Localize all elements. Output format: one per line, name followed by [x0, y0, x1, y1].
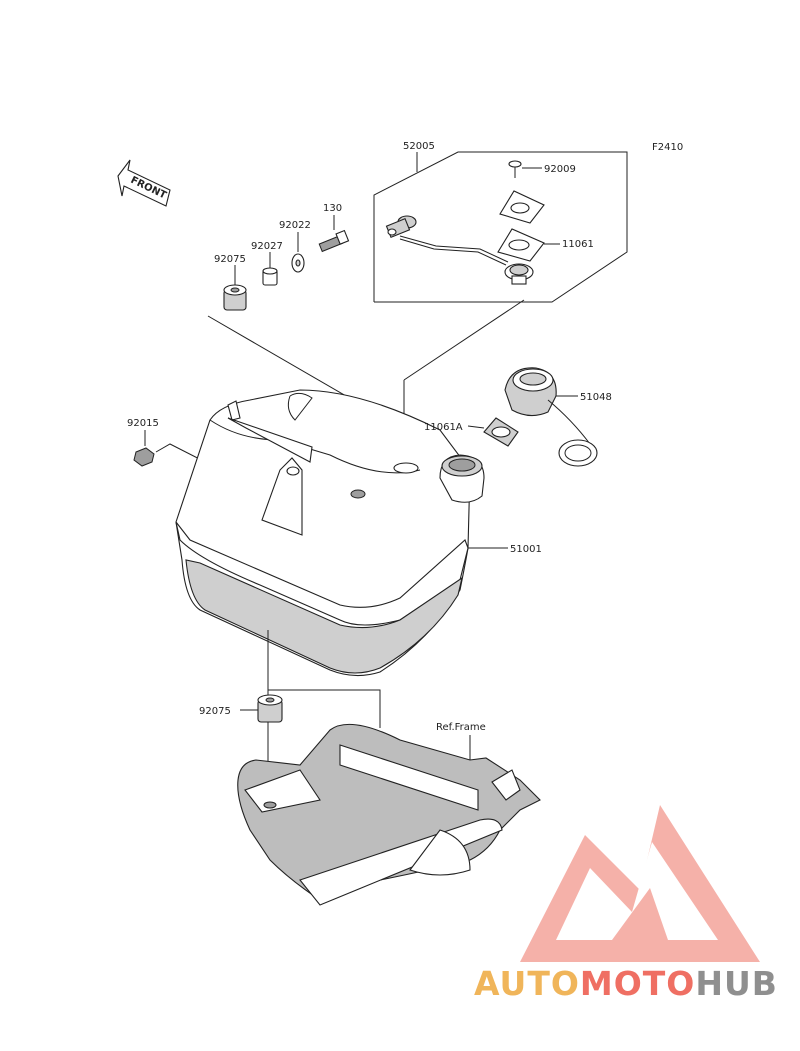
- bolt-130-icon: [318, 215, 350, 253]
- callout-92015: 92015: [127, 418, 159, 429]
- callout-92075-bottom: 92075: [199, 706, 231, 717]
- screw-92009-icon: [508, 160, 542, 178]
- callout-52005: 52005: [403, 141, 435, 152]
- fuel-sender-icon: [385, 215, 534, 285]
- callout-11061A: 11061A: [424, 422, 463, 433]
- gasket-11061A-icon: [467, 417, 519, 447]
- callout-92022: 92022: [279, 220, 311, 231]
- washer-92022-icon: [291, 232, 305, 273]
- callout-92075-top: 92075: [214, 254, 246, 265]
- gasket-11061-icon: [497, 228, 560, 262]
- callout-92027: 92027: [251, 241, 283, 252]
- grommet-92075-top-icon: [223, 265, 247, 311]
- ref-frame-label: Ref.Frame: [436, 722, 486, 733]
- fuel-cap-51048-icon: [504, 367, 598, 467]
- callout-51048: 51048: [580, 392, 612, 403]
- callout-51001: 51001: [510, 544, 542, 555]
- fuel-tank-icon: [175, 389, 508, 677]
- callout-11061: 11061: [562, 239, 594, 250]
- frame-icon: [237, 723, 541, 906]
- watermark-logo-icon: [520, 805, 760, 962]
- plate-icon: [499, 190, 545, 224]
- callout-92009: 92009: [544, 164, 576, 175]
- collar-92027-icon: [262, 252, 278, 286]
- watermark-text: AUTOMOTOHUB: [474, 964, 778, 1003]
- fuel-gauge-assembly-frame: [373, 151, 628, 303]
- callout-130: 130: [323, 203, 342, 214]
- front-arrow-icon: FRONT: [117, 159, 171, 207]
- figure-code: F2410: [652, 142, 683, 153]
